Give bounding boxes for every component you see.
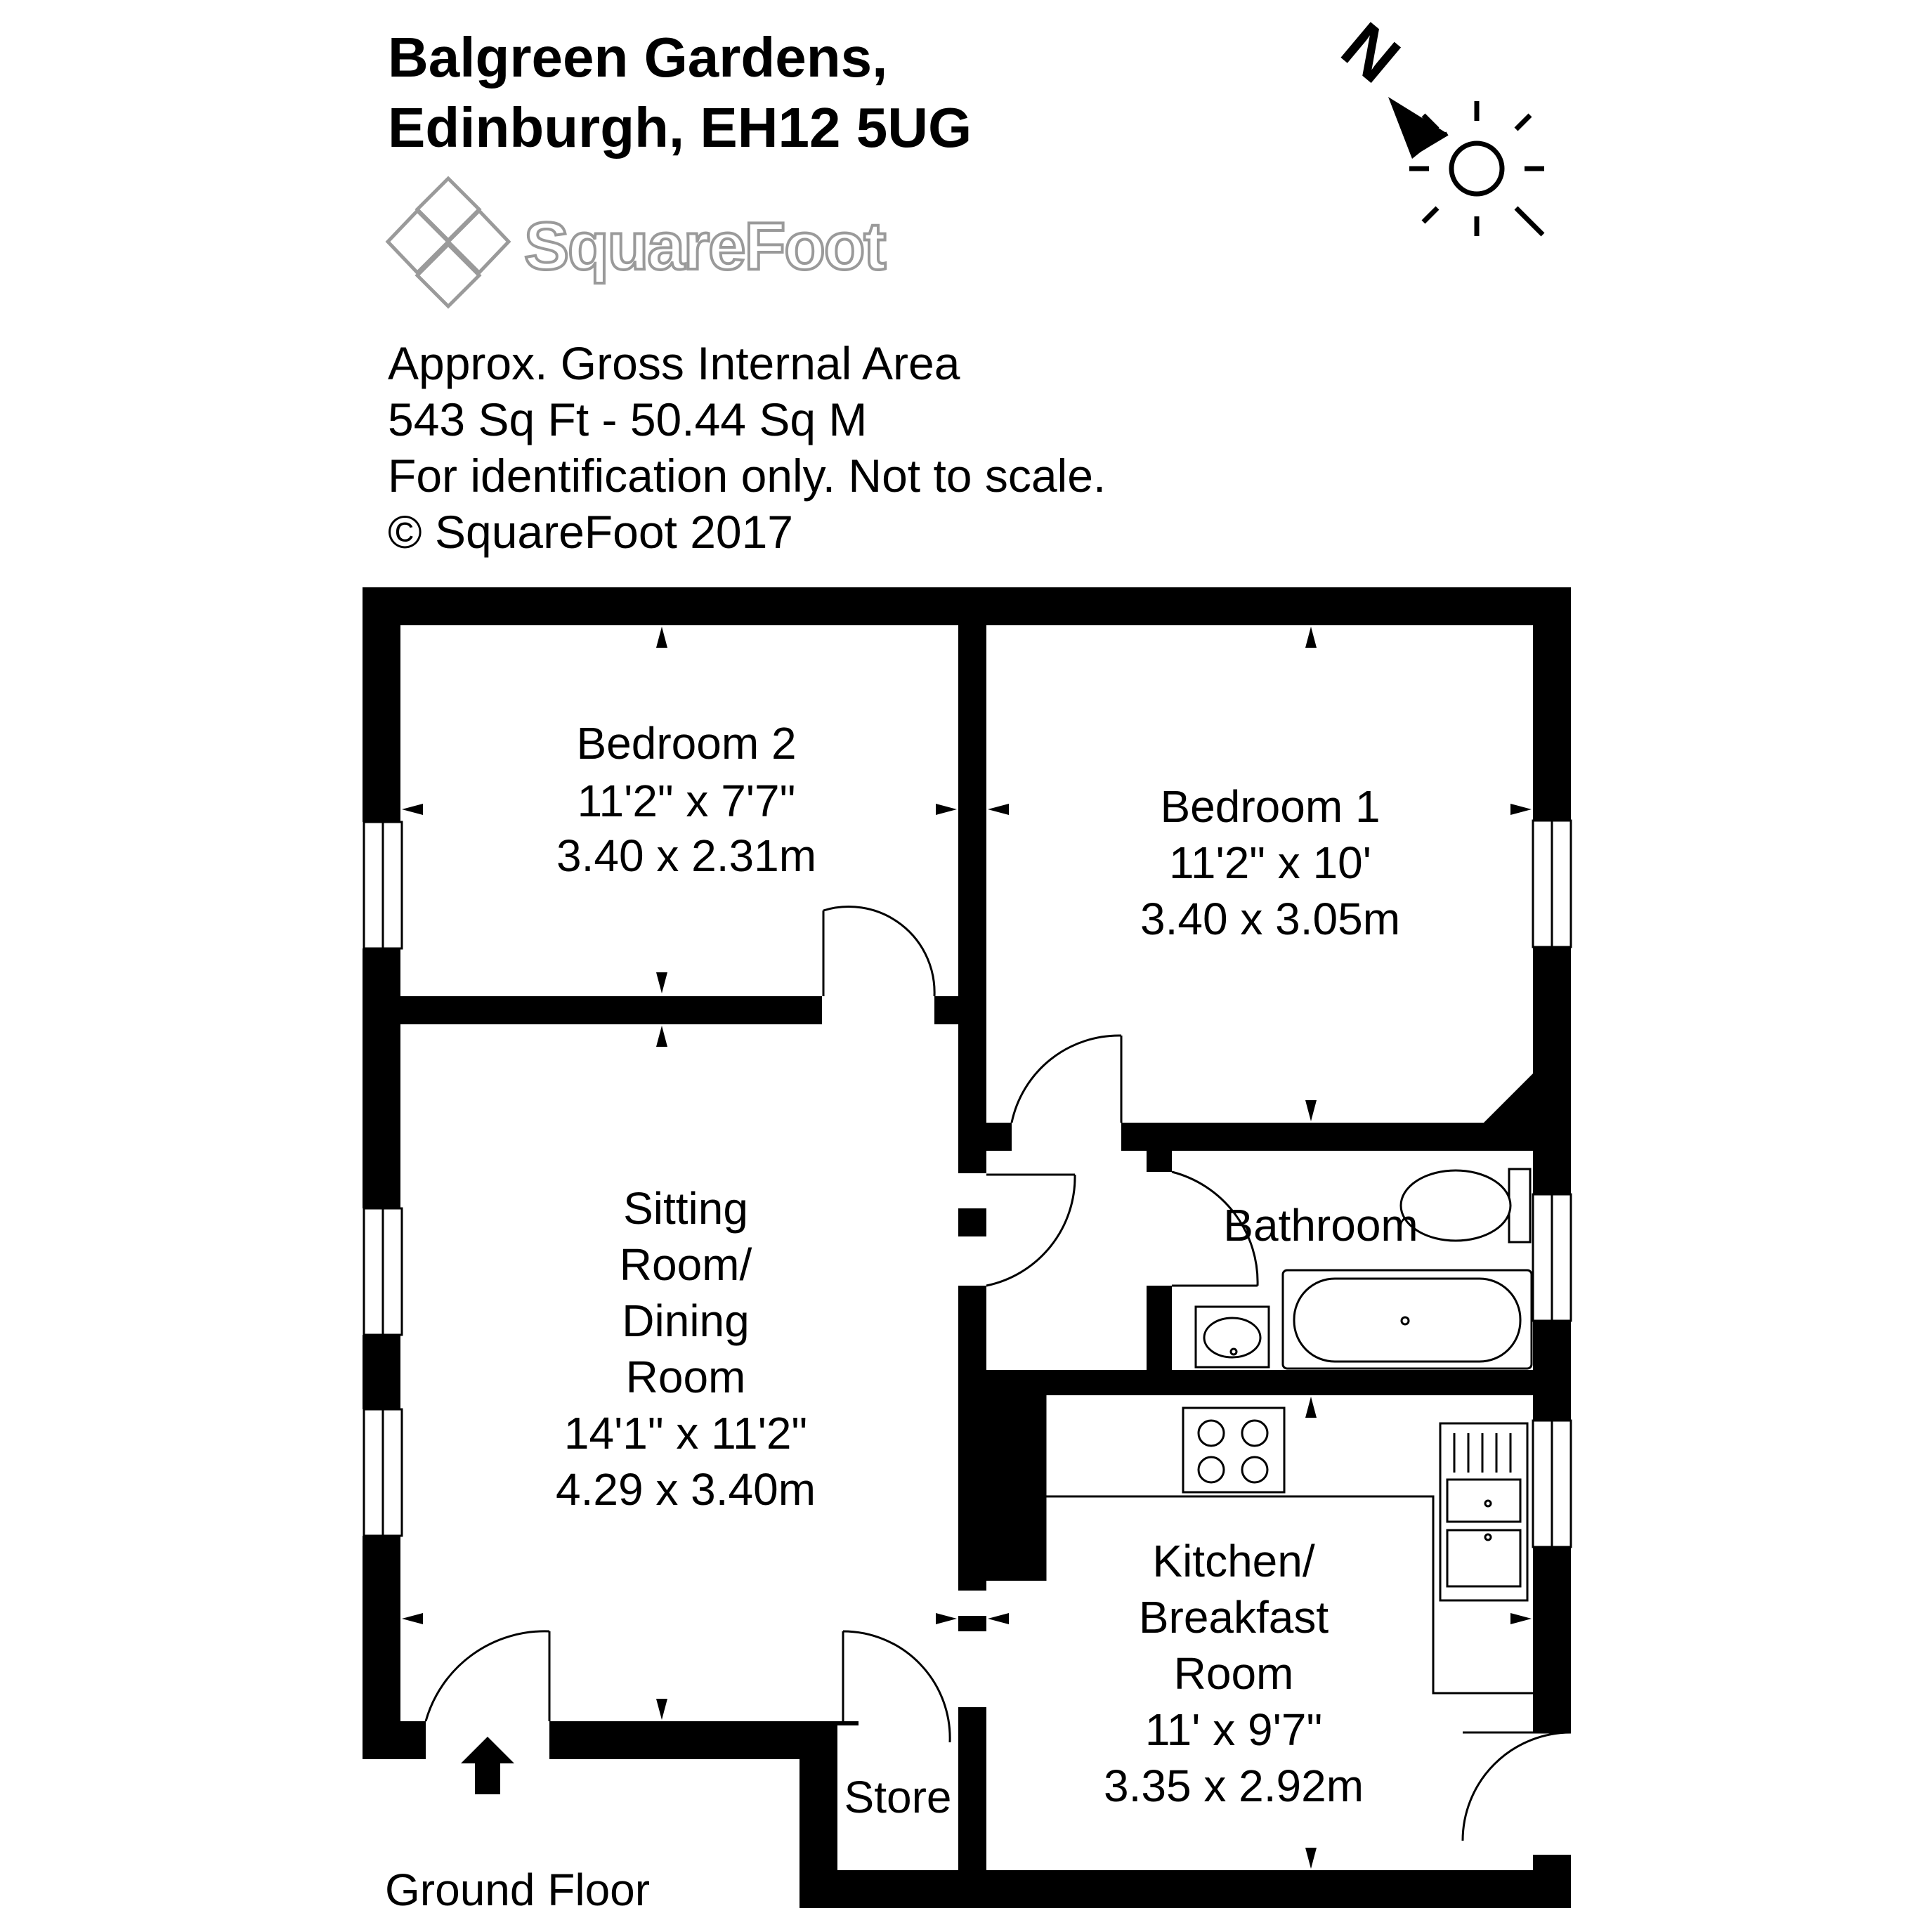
- floor-label: Ground Floor: [385, 1865, 650, 1915]
- address-line-2: Edinburgh, EH12 5UG: [388, 96, 972, 159]
- bathroom-name: Bathroom: [1223, 1200, 1418, 1251]
- sitting-name-1: Sitting: [623, 1183, 748, 1234]
- kitchen-fixtures: [1044, 1395, 1533, 1695]
- compass: N: [1328, 8, 1545, 237]
- bathroom-fixtures: [1194, 1168, 1533, 1370]
- sitting-metric: 4.29 x 3.40m: [556, 1464, 816, 1515]
- sitting-name-2: Room/: [620, 1239, 752, 1290]
- bedroom1-imperial: 11'2" x 10': [1169, 837, 1371, 888]
- area-value: 543 Sq Ft - 50.44 Sq M: [388, 393, 868, 445]
- north-arrow-icon: N: [1328, 8, 1449, 159]
- kitchen-name-1: Kitchen/: [1152, 1536, 1314, 1586]
- sitting-imperial: 14'1" x 11'2": [564, 1408, 807, 1458]
- walls: [363, 587, 1571, 1908]
- north-label: N: [1328, 8, 1414, 98]
- dimension-markers: [402, 627, 1532, 1869]
- kitchen-imperial: 11' x 9'7": [1145, 1704, 1322, 1755]
- kitchen-name-3: Room: [1174, 1648, 1294, 1699]
- entrance-arrow-icon: [461, 1737, 514, 1794]
- sitting-name-4: Room: [626, 1352, 746, 1402]
- sun-icon: [1409, 101, 1545, 237]
- bedroom1-metric: 3.40 x 3.05m: [1140, 894, 1400, 944]
- kitchen-metric: 3.35 x 2.92m: [1104, 1761, 1364, 1811]
- kitchen-name-2: Breakfast: [1139, 1592, 1329, 1643]
- store-name: Store: [844, 1772, 952, 1822]
- address-line-1: Balgreen Gardens,: [388, 26, 888, 89]
- copyright: © SquareFoot 2017: [388, 506, 794, 558]
- bedroom2-imperial: 11'2" x 7'7": [577, 776, 796, 826]
- sitting-name-3: Dining: [622, 1295, 749, 1346]
- disclaimer: For identification only. Not to scale.: [388, 450, 1107, 502]
- bedroom1-name: Bedroom 1: [1160, 781, 1380, 832]
- logo-text: SquareFoot: [523, 207, 887, 285]
- area-label: Approx. Gross Internal Area: [388, 337, 960, 389]
- bedroom2-metric: 3.40 x 2.31m: [556, 830, 816, 881]
- squarefoot-logo-icon: [385, 176, 511, 309]
- bedroom2-name: Bedroom 2: [576, 718, 796, 769]
